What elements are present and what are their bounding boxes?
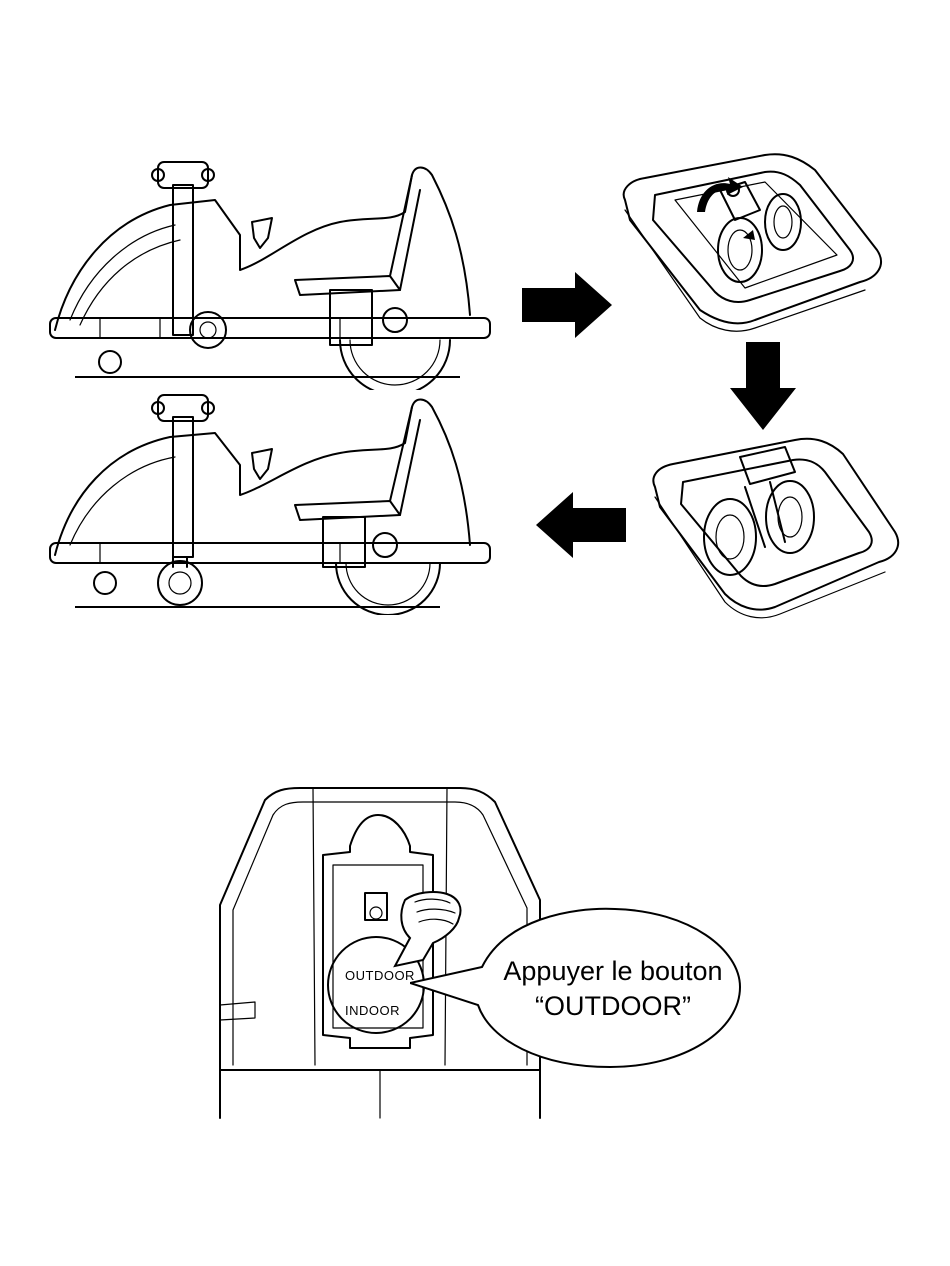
arrow-right-icon [520, 270, 615, 340]
mower-wheel-deployed-diagram [40, 385, 510, 615]
mower-wheel-retracted-diagram [40, 140, 510, 390]
callout-text-line2: “OUTDOOR” [473, 990, 753, 1022]
arrow-left-icon [533, 490, 628, 560]
indoor-button-label[interactable]: INDOOR [345, 1003, 400, 1018]
wheel-assembly-icon [645, 432, 905, 622]
mower-side-view-icon [40, 385, 510, 615]
outdoor-button-label[interactable]: OUTDOOR [345, 968, 415, 983]
wheel-assembly-folded-diagram [615, 150, 890, 335]
mower-side-view-icon [40, 140, 510, 390]
arrow-down-icon [728, 340, 798, 432]
callout-text-line1: Appuyer le bouton [473, 955, 753, 987]
wheel-assembly-icon [615, 150, 890, 335]
wheel-assembly-deployed-diagram [645, 432, 905, 622]
callout-bubble: Appuyer le bouton “OUTDOOR” [410, 895, 745, 1080]
